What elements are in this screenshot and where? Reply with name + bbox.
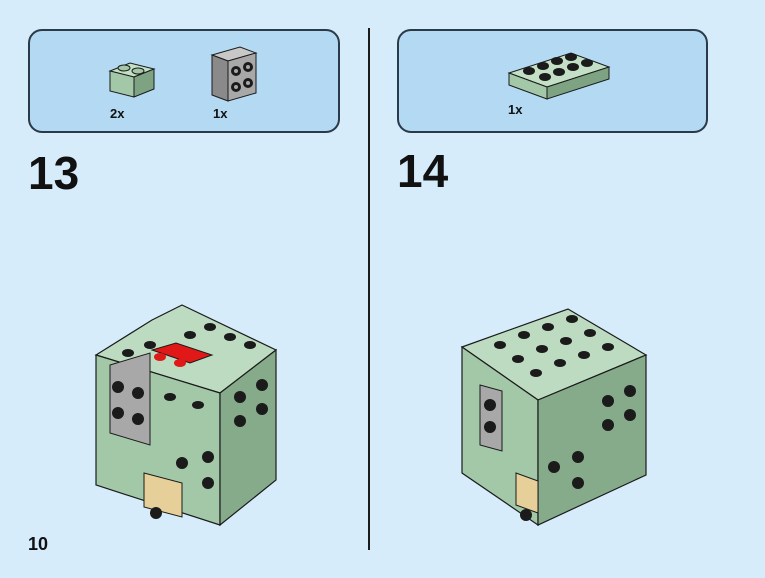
page-number: 10 xyxy=(28,534,49,554)
step-13-parts-box: 2x 1x xyxy=(28,29,340,133)
step-14-parts-box: 1x xyxy=(397,29,708,133)
step-14-model-illustration xyxy=(460,308,648,527)
step-13-part-1-quantity: 2x xyxy=(110,106,125,121)
step-divider xyxy=(368,28,370,550)
step-14-number: 14 xyxy=(397,145,449,197)
sand-green-1x2-brick-icon xyxy=(108,62,156,98)
step-13-number: 13 xyxy=(28,147,80,199)
step-13-model-illustration xyxy=(94,304,278,527)
sand-green-2x4-plate-icon xyxy=(507,52,611,100)
light-gray-2x2-brick-with-side-studs-icon xyxy=(210,46,258,102)
step-13-part-2-quantity: 1x xyxy=(213,106,228,121)
step-14-part-1-quantity: 1x xyxy=(508,102,523,117)
